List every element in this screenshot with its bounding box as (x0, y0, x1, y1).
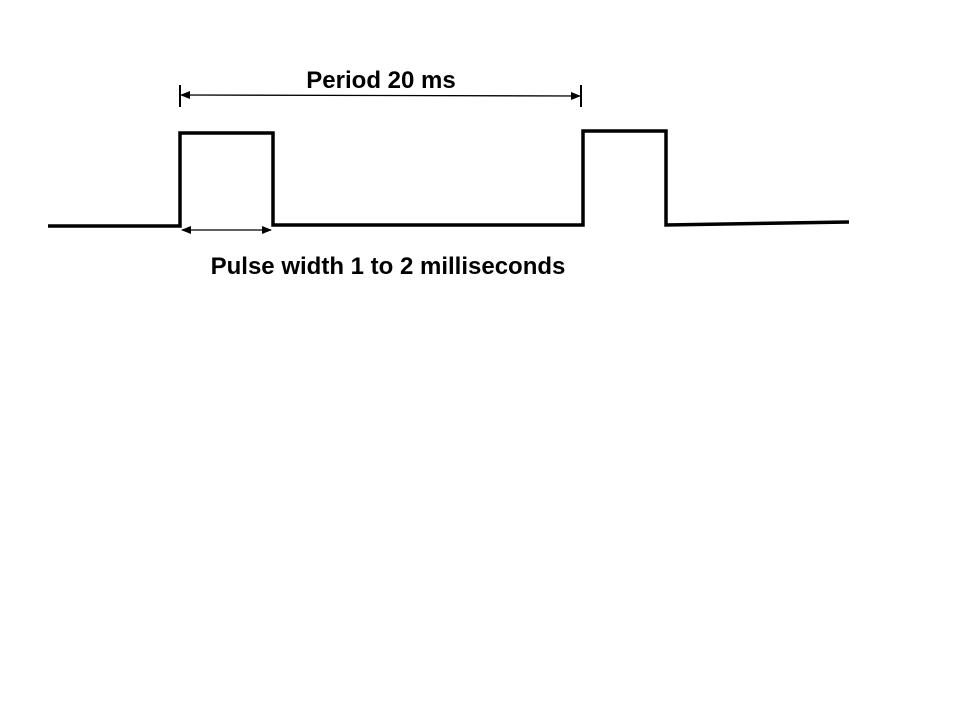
period-label: Period 20 ms (306, 67, 455, 94)
period-arrow (180, 91, 581, 100)
pulse-width-label: Pulse width 1 to 2 milliseconds (211, 253, 566, 280)
pwm-waveform (48, 129, 850, 228)
